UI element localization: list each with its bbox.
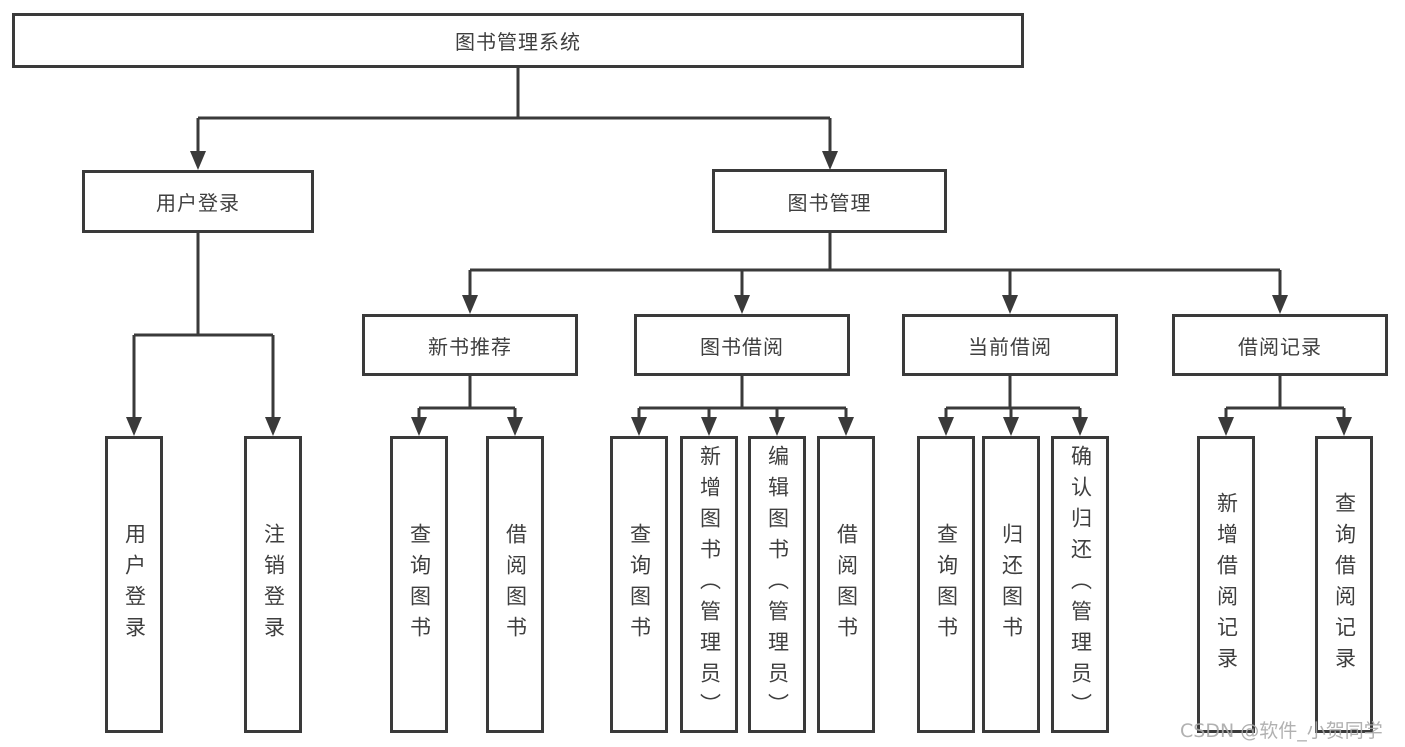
leaf-query-books-recommend-label: 查询图书 <box>407 522 432 647</box>
node-book-borrowing: 图书借阅 <box>634 314 850 376</box>
leaf-confirm-return-admin-label: 确认归还（管理员） <box>1068 445 1093 724</box>
leaf-query-books-borrow: 查询图书 <box>610 436 668 733</box>
node-library-system-label: 图书管理系统 <box>455 30 581 54</box>
leaf-add-book-admin: 新增图书（管理员） <box>680 436 738 733</box>
node-book-management: 图书管理 <box>712 169 947 233</box>
node-current-borrowing-label: 当前借阅 <box>968 334 1052 359</box>
leaf-add-borrow-record: 新增借阅记录 <box>1197 436 1255 733</box>
leaf-confirm-return-admin: 确认归还（管理员） <box>1051 436 1109 733</box>
leaf-logout: 注销登录 <box>244 436 302 733</box>
node-new-book-recommend: 新书推荐 <box>362 314 578 376</box>
node-borrowing-records: 借阅记录 <box>1172 314 1388 376</box>
node-borrowing-records-label: 借阅记录 <box>1238 334 1322 359</box>
leaf-user-login-label: 用户登录 <box>122 522 147 647</box>
node-library-system: 图书管理系统 <box>12 13 1024 68</box>
node-user-login: 用户登录 <box>82 170 314 233</box>
leaf-query-borrow-record: 查询借阅记录 <box>1315 436 1373 733</box>
node-book-management-label: 图书管理 <box>787 190 872 215</box>
node-book-borrowing-label: 图书借阅 <box>700 334 784 359</box>
node-user-login-label: 用户登录 <box>156 191 240 215</box>
leaf-borrow-books-recommend: 借阅图书 <box>486 436 544 733</box>
leaf-add-borrow-record-label: 新增借阅记录 <box>1214 491 1239 678</box>
leaf-query-books-borrow-label: 查询图书 <box>627 522 652 647</box>
leaf-return-book-label: 归还图书 <box>999 522 1024 647</box>
leaf-query-books-current-label: 查询图书 <box>934 522 959 647</box>
leaf-return-book: 归还图书 <box>982 436 1040 733</box>
leaf-borrow-books-recommend-label: 借阅图书 <box>503 522 528 647</box>
leaf-borrow-books: 借阅图书 <box>817 436 875 733</box>
leaf-user-login: 用户登录 <box>105 436 163 733</box>
leaf-add-book-admin-label: 新增图书（管理员） <box>697 445 722 724</box>
leaf-edit-book-admin-label: 编辑图书（管理员） <box>765 445 790 724</box>
leaf-logout-label: 注销登录 <box>261 522 286 647</box>
leaf-edit-book-admin: 编辑图书（管理员） <box>748 436 806 733</box>
node-current-borrowing: 当前借阅 <box>902 314 1118 376</box>
leaf-query-borrow-record-label: 查询借阅记录 <box>1332 491 1357 678</box>
node-new-book-recommend-label: 新书推荐 <box>428 334 512 359</box>
leaf-query-books-recommend: 查询图书 <box>390 436 448 733</box>
leaf-borrow-books-label: 借阅图书 <box>834 522 859 647</box>
leaf-query-books-current: 查询图书 <box>917 436 975 733</box>
csdn-watermark: CSDN @软件_小贺同学 <box>1180 720 1383 742</box>
